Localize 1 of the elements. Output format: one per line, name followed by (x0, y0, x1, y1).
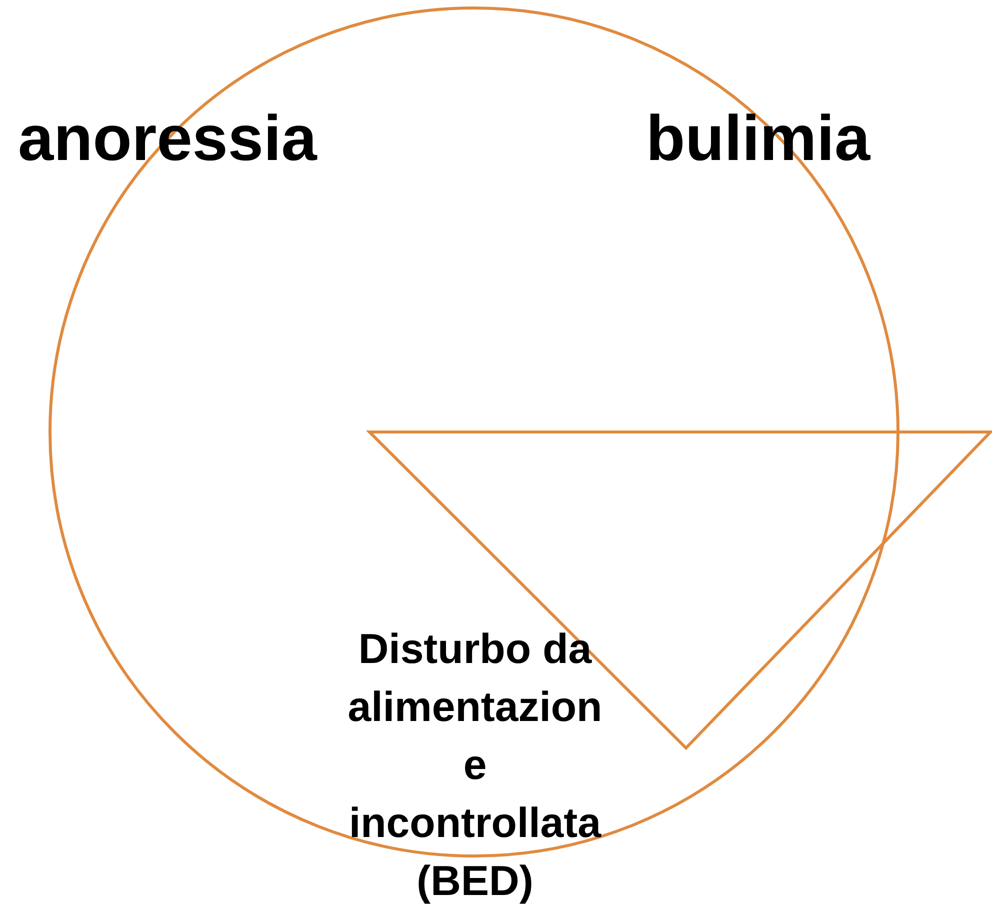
category-label: Disturbo da alimentazion e incontrollata (BED) (348, 625, 602, 904)
